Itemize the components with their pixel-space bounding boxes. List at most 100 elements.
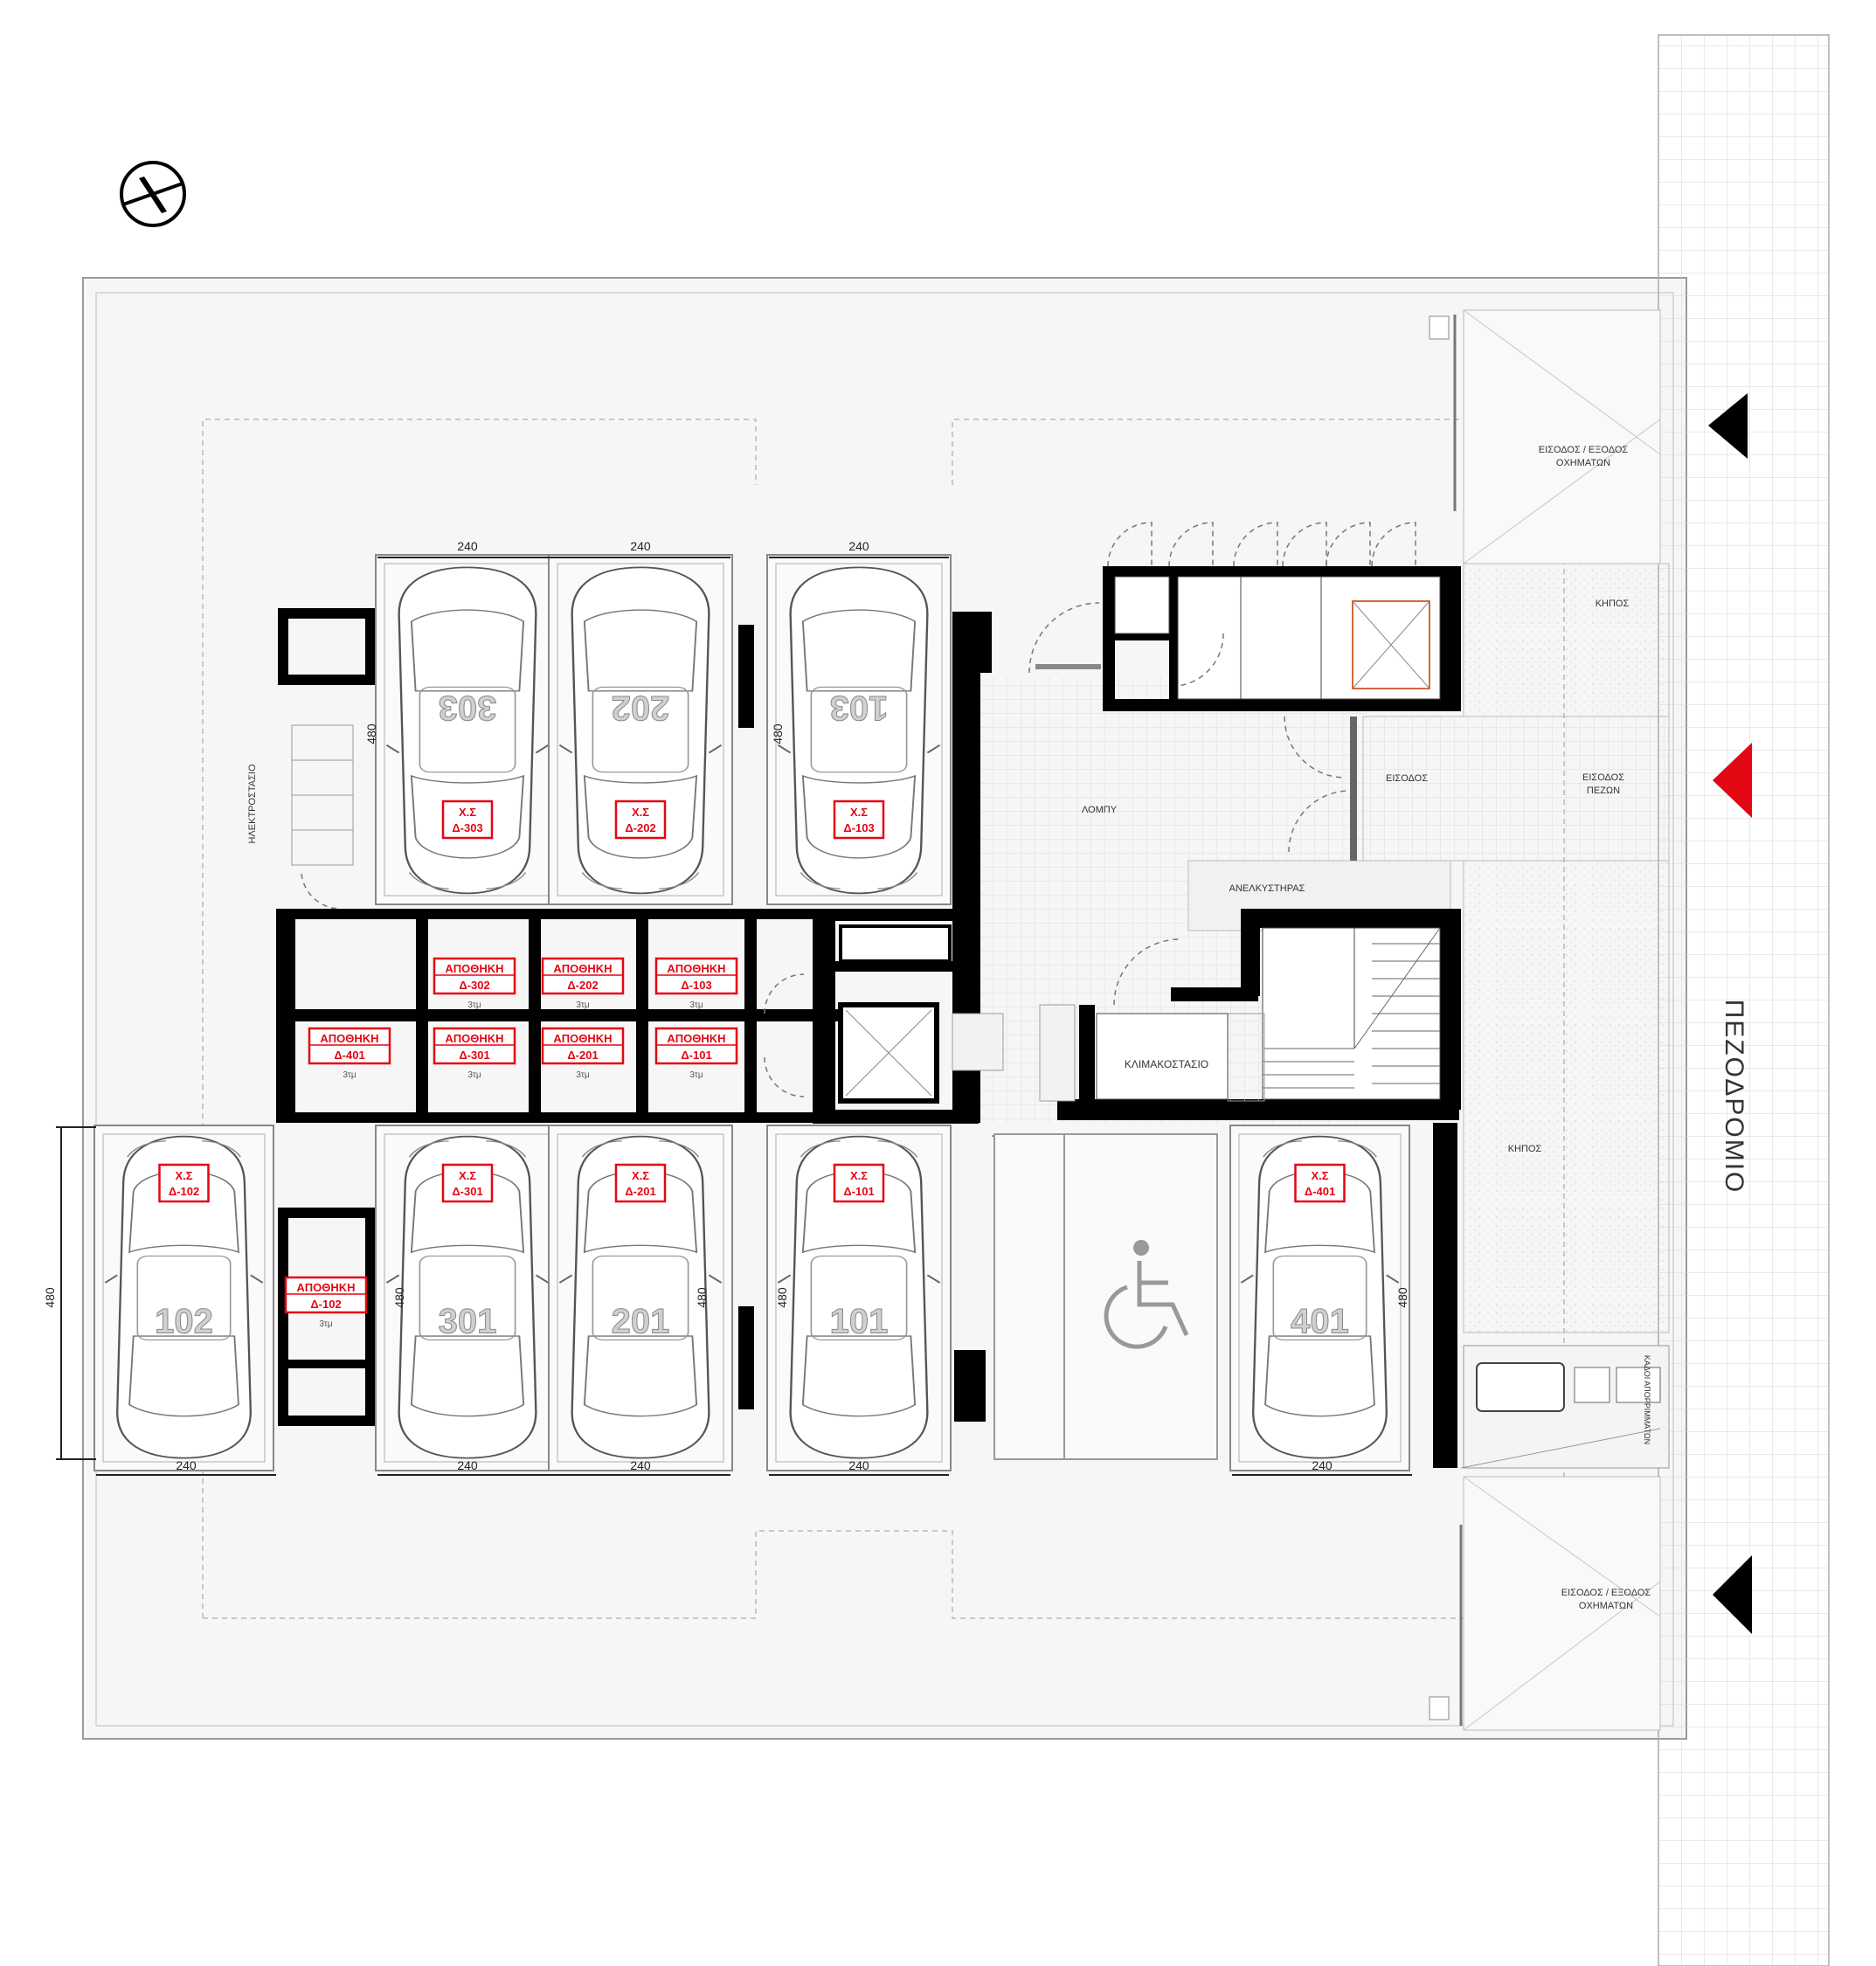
storage-label-type: ΑΠΟΘΗΚΗ: [445, 1032, 503, 1045]
garden-top-label: ΚΗΠΟΣ: [1596, 599, 1630, 609]
storage-area: 3τμ: [576, 1070, 590, 1080]
garden-top: [1463, 563, 1670, 717]
svg-text:ΟΧΗΜΑΤΩΝ: ΟΧΗΜΑΤΩΝ: [1579, 1601, 1633, 1611]
parking-label-code: Δ-202: [625, 821, 655, 834]
parking-label-box: [833, 800, 885, 840]
storage-area: 3τμ: [689, 1070, 703, 1080]
storage-δ-302: ΑΠΟΘΗΚΗ Δ-302 3τμ: [433, 957, 516, 1010]
storage-δ-103: ΑΠΟΘΗΚΗ Δ-103 3τμ: [654, 957, 738, 1010]
parking-label-type: Χ.Σ: [1311, 1169, 1328, 1182]
parking-number: 301: [439, 1303, 497, 1341]
storage-label-type: ΑΠΟΘΗΚΗ: [320, 1032, 378, 1045]
dimension-width: 240: [457, 539, 478, 553]
dimension-depth: 480: [392, 1287, 406, 1308]
storage-label-type: ΑΠΟΘΗΚΗ: [667, 962, 725, 975]
parking-label-box: [441, 800, 494, 840]
svg-text:ΕΙΣΟΔΟΣ / ΕΞΟΔΟΣ: ΕΙΣΟΔΟΣ / ΕΞΟΔΟΣ: [1561, 1588, 1651, 1598]
parking-number: 201: [612, 1303, 670, 1341]
wheelchair-icon: [1104, 1240, 1189, 1349]
dimension-depth: 480: [364, 723, 378, 744]
vehicle-entry-top-label: ΕΙΣΟΔΟΣ / ΕΞΟΔΟΣ ΟΧΗΜΑΤΩΝ: [1539, 445, 1629, 468]
storage-label-type: ΑΠΟΘΗΚΗ: [667, 1032, 725, 1045]
storage-label-type: ΑΠΟΘΗΚΗ: [553, 1032, 612, 1045]
storage-label-code: Δ-101: [681, 1049, 711, 1062]
parking-number: 101: [830, 1303, 889, 1341]
storage-δ-102: ΑΠΟΘΗΚΗ Δ-102 3τμ: [284, 1276, 368, 1329]
parking-label-code: Δ-303: [452, 821, 482, 834]
parking-spot-301: 301 Χ.Σ Δ-301: [375, 1125, 560, 1471]
storage-δ-101: ΑΠΟΘΗΚΗ Δ-101 3τμ: [654, 1027, 738, 1080]
svg-text:ΕΙΣΟΔΟΣ / ΕΞΟΔΟΣ: ΕΙΣΟΔΟΣ / ΕΞΟΔΟΣ: [1539, 445, 1629, 455]
dimension-depth: 480: [775, 1287, 789, 1308]
parking-label-box: [158, 1163, 210, 1203]
street-label: ΠΕΖΟΔΡΟΜΙΟ: [1720, 1000, 1748, 1194]
dimension-depth: 480: [43, 1287, 57, 1308]
parking-number: 102: [155, 1303, 213, 1341]
parking-label-box: [833, 1163, 885, 1203]
storage-label-code: Δ-102: [310, 1298, 341, 1311]
storage-area: 3τμ: [689, 1000, 703, 1010]
storage-label-code: Δ-202: [567, 979, 598, 992]
parking-label-box: [441, 1163, 494, 1203]
storage-label-code: Δ-302: [459, 979, 489, 992]
bins-label: ΚΑΔΟΙ ΑΠΟΡΡΙΜΜΑΤΩΝ: [1643, 1355, 1651, 1444]
dimension-width: 240: [848, 1458, 869, 1472]
lobby-label: ΛΟΜΠΥ: [1082, 805, 1118, 815]
dimension-depth: 480: [1395, 1287, 1409, 1308]
parking-number: 303: [439, 689, 497, 727]
vehicle-entry-arrow-top-icon: [1708, 393, 1748, 459]
dimension-width: 240: [457, 1458, 478, 1472]
dimension-width: 240: [630, 539, 651, 553]
storage-label-code: Δ-103: [681, 979, 711, 992]
svg-text:ΠΕΖΩΝ: ΠΕΖΩΝ: [1587, 786, 1620, 796]
parking-spot-201: 201 Χ.Σ Δ-201: [548, 1125, 733, 1471]
elevator-label: ΑΝΕΛΚΥΣΤΗΡΑΣ: [1229, 883, 1305, 894]
storage-area: 3τμ: [467, 1070, 481, 1080]
sidewalk: [1658, 34, 1830, 1966]
dimension-width: 240: [1312, 1458, 1333, 1472]
storage-area: 3τμ: [467, 1000, 481, 1010]
dimension-width: 240: [848, 539, 869, 553]
parking-label-box: [1294, 1163, 1346, 1203]
dimension-width: 240: [630, 1458, 651, 1472]
electric-room-label: ΗΛΕΚΤΡΟΣΤΑΣΙΟ: [247, 764, 258, 843]
storage-area: 3τμ: [319, 1319, 333, 1329]
dimension-depth: 480: [695, 1287, 709, 1308]
garden-right-label: ΚΗΠΟΣ: [1508, 1144, 1542, 1154]
storage-units: ΑΠΟΘΗΚΗΔ-3023τμΑΠΟΘΗΚΗΔ-2023τμΑΠΟΘΗΚΗΔ-1…: [284, 957, 738, 1329]
svg-text:ΟΧΗΜΑΤΩΝ: ΟΧΗΜΑΤΩΝ: [1556, 458, 1610, 468]
storage-area: 3τμ: [343, 1070, 357, 1080]
parking-label-type: Χ.Σ: [175, 1169, 192, 1182]
parking-label-code: Δ-101: [843, 1185, 874, 1198]
storage-label-type: ΑΠΟΘΗΚΗ: [296, 1281, 355, 1294]
storage-label-code: Δ-201: [567, 1049, 598, 1062]
parking-label-code: Δ-301: [452, 1185, 482, 1198]
car-icon: [777, 566, 941, 895]
storage-label-type: ΑΠΟΘΗΚΗ: [445, 962, 503, 975]
parking-number: 401: [1291, 1303, 1349, 1341]
vehicle-entry-arrow-bottom-icon: [1713, 1555, 1752, 1634]
parking-label-code: Δ-201: [625, 1185, 655, 1198]
parking-label-type: Χ.Σ: [632, 1169, 649, 1182]
walls: [276, 566, 1461, 1468]
garden-right: [1463, 860, 1670, 1333]
entrance-label: ΕΙΣΟΔΟΣ: [1386, 773, 1428, 784]
vehicle-entry-bottom-label: ΕΙΣΟΔΟΣ / ΕΞΟΔΟΣ ΟΧΗΜΑΤΩΝ: [1561, 1588, 1651, 1611]
parking-label-type: Χ.Σ: [632, 806, 649, 819]
storage-δ-201: ΑΠΟΘΗΚΗ Δ-201 3τμ: [541, 1027, 625, 1080]
pedestrian-entry-label: ΕΙΣΟΔΟΣ ΠΕΖΩΝ: [1582, 772, 1624, 796]
dimension-depth: 480: [771, 723, 785, 744]
parking-label-type: Χ.Σ: [459, 1169, 476, 1182]
staircase-label: ΚΛΙΜΑΚΟΣΤΑΣΙΟ: [1125, 1058, 1208, 1070]
parking-label-box: [614, 800, 667, 840]
parking-number: 202: [612, 689, 670, 727]
